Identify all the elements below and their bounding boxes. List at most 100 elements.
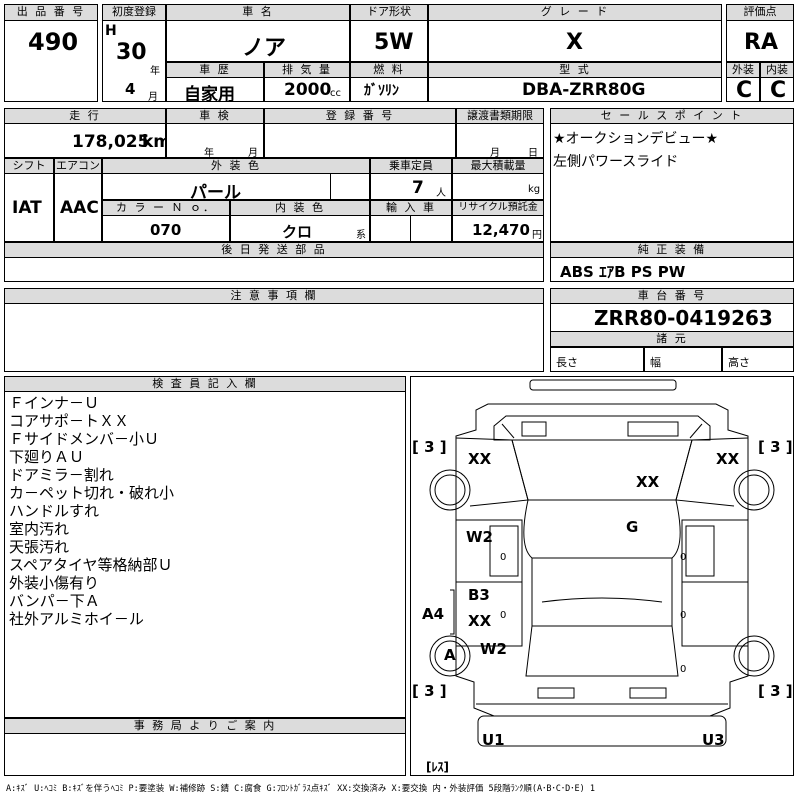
int-color-header: 内 装 色 <box>230 200 370 216</box>
score-header: 評価点 <box>726 4 794 21</box>
car-name: ノア <box>242 36 287 61</box>
first-reg-year: 30 <box>116 40 147 65</box>
displacement: 2000 <box>284 80 332 100</box>
left-rear-door <box>456 581 523 647</box>
int-color: クロ <box>282 223 313 241</box>
inspector-note: ハンドルすれ <box>9 502 100 520</box>
chassis-number: ZRR80-0419263 <box>594 306 773 330</box>
left-window <box>489 525 519 577</box>
spare-area <box>412 666 792 774</box>
headlight-left <box>501 423 515 439</box>
sunroof-line <box>541 597 663 603</box>
ext-color: パール <box>190 183 241 203</box>
grade: X <box>566 30 583 55</box>
mark-l-rear-door-xx: XX <box>468 612 492 630</box>
bonnet <box>511 439 693 501</box>
color-no-header: カ ラ ー Ｎ ｏ． <box>102 200 230 216</box>
grade-header: グ レ ー ド <box>428 4 722 21</box>
inspection-year-unit: 年 <box>204 148 214 159</box>
front-face <box>493 415 711 441</box>
fender-left <box>455 437 529 507</box>
inspector-notes: Ｆインナ－Ｕ コアサポ－トＸＸ Ｆサイドメンバ－小Ｕ 下廻りＡＵ ドアミラ－割れ… <box>9 394 174 628</box>
model: DBA-ZRR80G <box>522 80 646 100</box>
damage-diagram <box>410 376 794 776</box>
era-letter: H <box>105 23 117 39</box>
windshield <box>523 499 681 559</box>
mark-rear-l: U1 <box>482 731 505 749</box>
lot-number: 490 <box>28 28 79 56</box>
sales-point-header: セ ー ル ス ポ イ ン ト <box>550 108 794 124</box>
mark-l-front-door: W2 <box>466 528 493 546</box>
later-parts-header: 後 日 発 送 部 品 <box>4 242 544 258</box>
mileage-header: 走 行 <box>4 108 166 124</box>
inspector-cell <box>4 376 406 718</box>
transfer-day-unit: 日 <box>528 148 538 159</box>
capacity-unit: 人 <box>436 188 446 199</box>
recycle-header: リサイクル預託金 <box>452 200 544 216</box>
right-window <box>685 525 715 577</box>
interior-grade: C <box>770 78 787 103</box>
headlight-right <box>689 423 703 439</box>
inspector-note: 外装小傷有り <box>9 574 100 592</box>
tail-light-right <box>629 687 667 699</box>
mark-l-quarter: W2 <box>480 640 507 658</box>
inspector-note: 室内汚れ <box>9 520 70 538</box>
rear-glass <box>525 625 679 677</box>
right-front-door <box>681 519 748 583</box>
mark-rear-r: U3 <box>702 731 725 749</box>
legend: A:ｷｽﾞ U:ﾍｺﾐ B:ｷｽﾞを伴うﾍｺﾐ P:要塗装 W:補修跡 S:錆 … <box>6 784 595 794</box>
office-header: 事 務 局 よ り ご 案 内 <box>4 718 406 734</box>
wheel-fl <box>429 469 471 511</box>
tailgate <box>477 715 727 747</box>
front-grille-left <box>521 421 547 437</box>
fuel: ｶﾞｿﾘﾝ <box>364 83 399 99</box>
month-unit: 月 <box>148 92 158 103</box>
inspector-note: カ－ペット切れ・破れ小 <box>9 484 175 502</box>
mark-door-zero: 0 <box>500 610 507 621</box>
inspector-note: 下廻りＡＵ <box>9 448 85 466</box>
ext-color-divider <box>330 174 370 200</box>
shift-header: シフト <box>4 158 54 174</box>
equipment: ABS ｴｱB PS PW <box>560 263 686 281</box>
mark-door-zero: 0 <box>680 552 687 563</box>
recycle-amount: 12,470 <box>472 221 530 239</box>
car-name-header: 車 名 <box>166 4 350 21</box>
roof <box>531 557 673 627</box>
fender-right <box>675 437 749 507</box>
inspector-note: ドアミラ－割れ <box>9 466 114 484</box>
int-color-unit: 系 <box>356 230 366 241</box>
inspection-header: 車 検 <box>166 108 264 124</box>
inspector-note: コアサポ－トＸＸ <box>9 412 130 430</box>
tire-label-rr: [ 3 ] <box>758 682 793 700</box>
exterior-grade: C <box>736 78 753 103</box>
max-load-unit: kg <box>528 184 541 195</box>
notes-header: 注 意 事 項 欄 <box>4 288 544 304</box>
dim-length: 長さ <box>556 356 578 369</box>
max-load-header: 最大積載量 <box>452 158 544 174</box>
dims-header: 諸 元 <box>550 331 794 347</box>
exterior-header: 外装 <box>726 62 760 78</box>
year-unit: 年 <box>150 66 160 77</box>
right-rear-door <box>681 581 748 647</box>
mark-door-zero: 0 <box>680 610 687 621</box>
dim-height-cell <box>722 347 794 372</box>
aircon: AAC <box>60 198 99 218</box>
color-no: 070 <box>150 221 182 239</box>
front-grille-right <box>627 421 679 437</box>
capacity: 7 <box>412 178 424 198</box>
dim-width-cell <box>644 347 722 372</box>
aircon-header: エアコン <box>54 158 102 174</box>
sales-point-2: 左側パワースライド <box>553 154 679 170</box>
door-type: 5W <box>374 30 414 55</box>
tire-label-rl: [ 3 ] <box>412 682 447 700</box>
lot-number-header: 出 品 番 号 <box>4 4 98 21</box>
first-reg-header: 初度登録 <box>102 4 166 21</box>
mark-door-zero: 0 <box>680 664 687 675</box>
inspector-note: Ｆインナ－Ｕ <box>9 394 100 412</box>
tire-label-fr: [ 3 ] <box>758 438 793 456</box>
displacement-header: 排 気 量 <box>264 62 350 78</box>
tail-light-left <box>537 687 575 699</box>
history: 自家用 <box>184 85 235 105</box>
mark-windshield: G <box>626 518 639 536</box>
dim-width: 幅 <box>650 356 661 369</box>
